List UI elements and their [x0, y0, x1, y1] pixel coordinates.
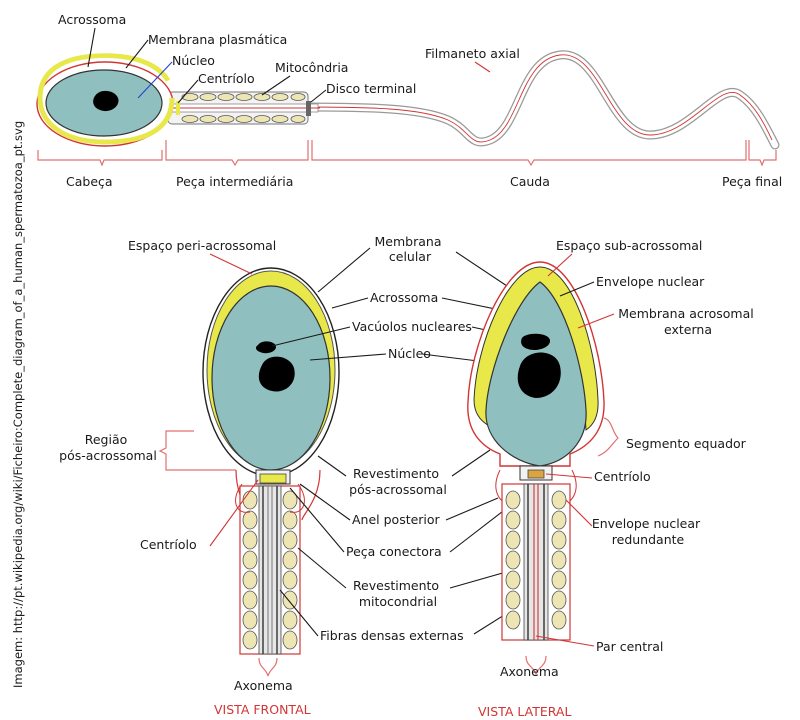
label-peca-conectora: Peça conectora [346, 544, 442, 559]
label-envelope-nuclear-redundante: Envelope nuclear redundante [592, 516, 704, 547]
section-peca-intermediaria: Peça intermediária [176, 174, 293, 189]
label-revestimento-pos-acrossomal: Revestimento pós-acrossomal [349, 466, 447, 497]
label-espaco-sub-acrossomal: Espaço sub-acrossomal [556, 238, 702, 253]
label-mitocondria: Mitocôndria [275, 60, 348, 75]
lateral-centriole [527, 469, 545, 479]
label-vista-lateral: VISTA LATERAL [478, 704, 571, 719]
label-vista-frontal: VISTA FRONTAL [214, 702, 311, 717]
label-envelope-redundante-line1: Envelope nuclear [592, 516, 701, 531]
lateral-labels: Espaço sub-acrossomal Envelope nuclear M… [478, 238, 757, 719]
section-peca-final: Peça final [722, 174, 782, 189]
label-revestimento-mito-line2: mitocondrial [359, 594, 437, 609]
label-nucleo-detail: Núcleo [388, 346, 431, 361]
lateral-axoneme-fibers [523, 483, 549, 641]
label-fibras-densas-externas: Fibras densas externas [320, 628, 464, 643]
label-centriolo-left: Centríolo [140, 537, 197, 552]
label-revestimento-mito-line1: Revestimento [353, 578, 439, 593]
label-regiao-line1: Região [85, 432, 128, 447]
label-anel-posterior: Anel posterior [352, 512, 441, 527]
label-axonema-left: Axonema [234, 678, 293, 693]
lateral-mitochondria [505, 490, 567, 630]
head-acrosome [37, 53, 175, 145]
label-centriolo-top: Centríolo [198, 71, 255, 86]
label-revestimento-mitocondrial: Revestimento mitocondrial [353, 578, 443, 609]
section-cauda: Cauda [510, 174, 550, 189]
nucleus-top [93, 90, 119, 112]
frontal-vacuole-large [258, 356, 295, 392]
axial-filament [299, 54, 773, 143]
lateral-vacuole-small [521, 333, 551, 350]
label-membrana-plasmatica: Membrana plasmática [148, 32, 287, 47]
label-membrana-acrosomal-line1: Membrana acrosomal [618, 306, 753, 321]
section-braces: Cabeça Peça intermediária Cauda Peça fin… [37, 140, 782, 189]
frontal-axoneme-fibers [258, 485, 282, 655]
frontal-labels: Espaço peri-acrossomal Membrana celular … [59, 234, 529, 717]
midpiece-mitochondria [181, 93, 306, 123]
frontal-mitochondria [242, 490, 298, 650]
label-revestimento-pos-line1: Revestimento [353, 466, 439, 481]
label-regiao-pos-acrossomal: Região pós-acrossomal [59, 432, 157, 463]
image-credit: Imagem: http://pt.wikipedia.org/wiki/Fic… [11, 121, 25, 688]
frontal-centriole [259, 473, 287, 484]
frontal-view-illustration [202, 267, 340, 655]
top-labels: Acrossoma Membrana plasmática Núcleo Cen… [58, 12, 520, 104]
section-cabeca: Cabeça [66, 174, 113, 189]
label-nucleo-top: Núcleo [172, 53, 215, 68]
label-envelope-nuclear: Envelope nuclear [596, 274, 705, 289]
label-disco-terminal: Disco terminal [326, 81, 416, 96]
label-centriolo-right: Centríolo [594, 469, 651, 484]
label-regiao-line2: pós-acrossomal [59, 448, 157, 463]
label-membrana-acrosomal-line2: externa [664, 322, 712, 337]
lateral-view-illustration [467, 261, 605, 641]
label-acrossoma-top: Acrossoma [58, 12, 126, 27]
label-acrossoma-detail: Acrossoma [370, 290, 438, 305]
frontal-vacuole-small [255, 341, 276, 354]
label-segmento-equador: Segmento equador [626, 436, 747, 451]
label-membrana-celular-line2: celular [389, 249, 432, 264]
label-envelope-redundante-line2: redundante [612, 532, 685, 547]
label-espaco-peri-acrossomal: Espaço peri-acrossomal [128, 238, 276, 253]
label-membrana-celular-line1: Membrana [375, 234, 442, 249]
top-sperm-illustration [36, 50, 780, 150]
label-filamento-axial: Filmaneto axial [425, 46, 520, 61]
label-axonema-right: Axonema [500, 664, 559, 679]
terminal-disc [306, 101, 311, 116]
label-revestimento-pos-line2: pós-acrossomal [349, 482, 447, 497]
label-par-central: Par central [596, 639, 663, 654]
label-membrana-acrosomal-externa: Membrana acrosomal externa [618, 306, 757, 337]
label-membrana-celular: Membrana celular [375, 234, 446, 264]
lateral-vacuole-large [517, 352, 561, 398]
label-vacuolos-nucleares: Vacúolos nucleares [352, 319, 472, 334]
